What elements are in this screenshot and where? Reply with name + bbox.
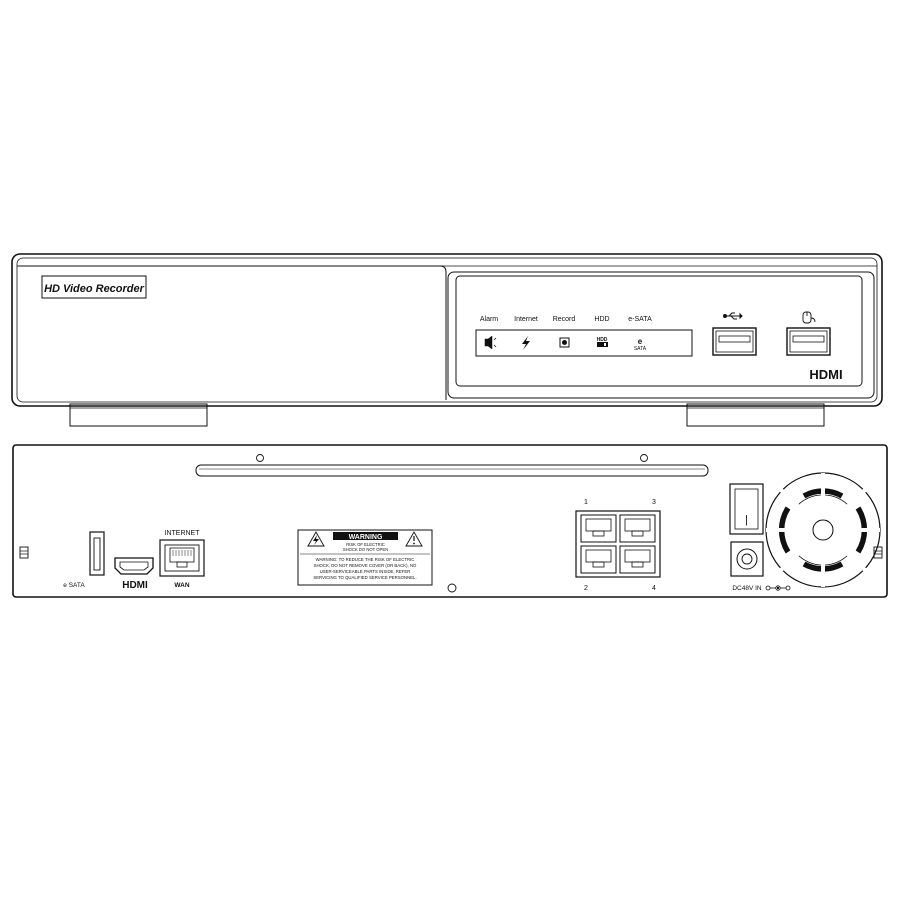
warning-title-bar <box>333 532 398 540</box>
warning-triangle-left-icon <box>307 531 325 547</box>
poe-port-3 <box>619 514 656 543</box>
front-control-bezel <box>455 275 863 387</box>
poe-label-4: 4 <box>652 585 656 592</box>
front-hdmi-logo: HDMI <box>809 367 842 382</box>
warning-triangle-right-icon <box>405 531 423 547</box>
warning-body-3: USER-SERVICEABLE PARTS INSIDE, REFER <box>320 569 411 574</box>
rear-panel <box>12 444 888 598</box>
indicator-label-hdd: HDD <box>594 316 609 323</box>
rear-chassis-outline <box>12 444 888 598</box>
dc-power-jack <box>730 541 764 577</box>
power-input-label: DC48V IN <box>732 585 762 592</box>
fan-grille <box>765 472 881 588</box>
poe-port-block <box>575 510 661 578</box>
indicator-label-alarm: Alarm <box>480 316 498 323</box>
record-icon <box>559 337 570 348</box>
alarm-icon <box>484 335 497 350</box>
front-chassis-inner <box>16 257 878 403</box>
esata-icon-text: e <box>638 337 643 346</box>
hdmi-port <box>114 557 154 575</box>
model-label-box <box>41 275 147 299</box>
poe-port-4 <box>619 545 656 574</box>
usb-port-front-1 <box>712 327 757 356</box>
warning-label-box <box>297 529 433 586</box>
indicator-label-esata: e-SATA <box>628 316 652 323</box>
hdd-icon-text: HDD <box>597 337 608 343</box>
warning-body-4: SERVICING TO QUALIFIED SERVICE PERSONNEL… <box>313 575 416 580</box>
polarity-icon <box>765 585 791 591</box>
wan-port <box>159 539 205 577</box>
rear-top-slot <box>195 464 709 477</box>
warning-body-2: SHOCK, DO NOT REMOVE COVER (OR BACK), NO <box>314 563 417 568</box>
rear-left-latch <box>19 546 29 559</box>
rear-esata-label: e SATA <box>63 582 85 589</box>
warning-body-1: WARNING: TO REDUCE THE RISK OF ELECTRIC <box>316 557 415 562</box>
front-control-plate <box>447 271 875 399</box>
front-left-foot <box>69 403 208 427</box>
front-left-door <box>18 265 447 400</box>
rear-screw-3 <box>447 583 457 593</box>
esata-icon-subtext: SATA <box>634 346 647 352</box>
warning-title: WARNING <box>349 534 383 541</box>
indicator-label-record: Record <box>553 316 576 323</box>
poe-label-1: 1 <box>584 499 588 506</box>
warning-subtitle-1: RISK OF ELECTRIC <box>346 542 385 547</box>
model-label: HD Video Recorder <box>44 283 145 295</box>
lightning-icon <box>522 336 530 350</box>
indicator-label-internet: Internet <box>514 316 538 323</box>
front-chassis-outline <box>11 253 883 407</box>
poe-port-1 <box>580 514 617 543</box>
poe-label-2: 2 <box>584 585 588 592</box>
power-switch-mark: | <box>745 514 748 526</box>
esata-port <box>89 531 105 576</box>
wan-label: WAN <box>174 582 189 589</box>
front-right-foot <box>686 403 825 427</box>
poe-label-3: 3 <box>652 499 656 506</box>
rear-screw-2 <box>640 454 648 462</box>
poe-port-2 <box>580 545 617 574</box>
power-switch <box>729 483 764 535</box>
front-panel <box>11 253 883 427</box>
rear-hdmi-logo: HDMI <box>122 580 148 591</box>
usb-icon <box>723 312 743 320</box>
warning-subtitle-2: SHOCK DO NOT OPEN <box>343 547 388 552</box>
hdd-icon <box>597 342 608 347</box>
mouse-icon <box>802 311 816 324</box>
rear-screw-1 <box>256 454 264 462</box>
usb-port-front-2 <box>786 327 831 356</box>
indicator-strip <box>475 329 693 357</box>
internet-label: INTERNET <box>165 530 201 537</box>
